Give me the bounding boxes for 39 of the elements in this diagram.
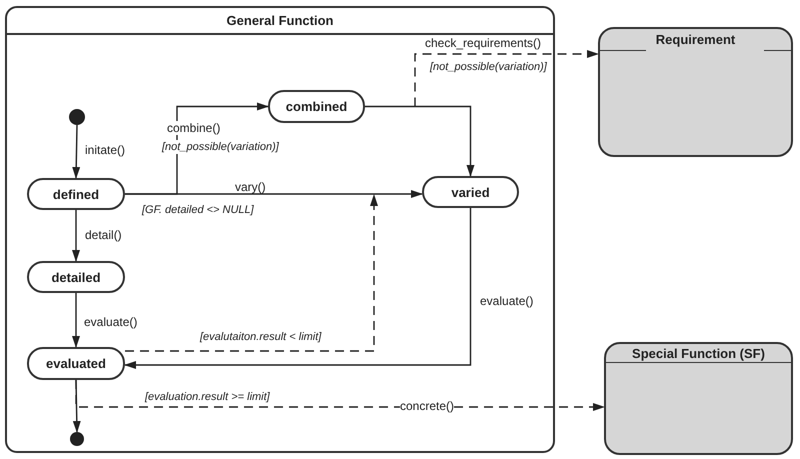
transition-arrow [72, 293, 80, 348]
initial-state-dot [69, 109, 85, 125]
edge-label: initate() [85, 143, 126, 157]
state-name: evaluated [46, 356, 106, 371]
guard-condition: [not_possible(variation)] [430, 60, 547, 74]
edge-label: concrete() [400, 399, 454, 413]
transition-arrow [124, 208, 472, 369]
dashed-transition-arrow [125, 194, 378, 352]
guard-condition: [GF. detailed <> NULL] [142, 203, 254, 217]
final-state-dot [70, 432, 84, 446]
state-box [422, 176, 519, 208]
edge-label: check_requirements() [425, 36, 542, 50]
state-box [27, 261, 125, 293]
guard-condition: [not_possible(variation)] [162, 140, 279, 154]
state-name: detailed [51, 270, 101, 284]
state-name: combined [286, 99, 348, 114]
state-box [27, 347, 125, 380]
state-name: varied [451, 184, 490, 200]
dashed-transition-arrow [414, 50, 599, 106]
edge-label: [evalutaiton.result < limit] [200, 330, 322, 344]
edge-label: evaluate() [84, 315, 138, 329]
transition-arrow [365, 106, 474, 177]
state-box [604, 342, 793, 455]
state-box [27, 178, 125, 210]
edge-label: evaluate() [480, 294, 534, 308]
edge-label: vary() [235, 180, 266, 194]
edge-label: combine() [167, 121, 220, 135]
state-box [268, 90, 365, 123]
transition-arrow [125, 190, 423, 198]
transition-arrow [72, 124, 80, 179]
state-name: defined [52, 186, 100, 202]
state-title: General Function [7, 8, 553, 35]
guard-condition: [evaluation.result >= limit] [145, 390, 270, 404]
dashed-transition-arrow [75, 380, 605, 411]
state-title: Special Function (SF) [631, 346, 766, 361]
edge-label: detail() [85, 228, 122, 242]
transition-arrow [72, 210, 80, 262]
state-box [598, 27, 793, 157]
state-title: Requirement [654, 32, 736, 47]
